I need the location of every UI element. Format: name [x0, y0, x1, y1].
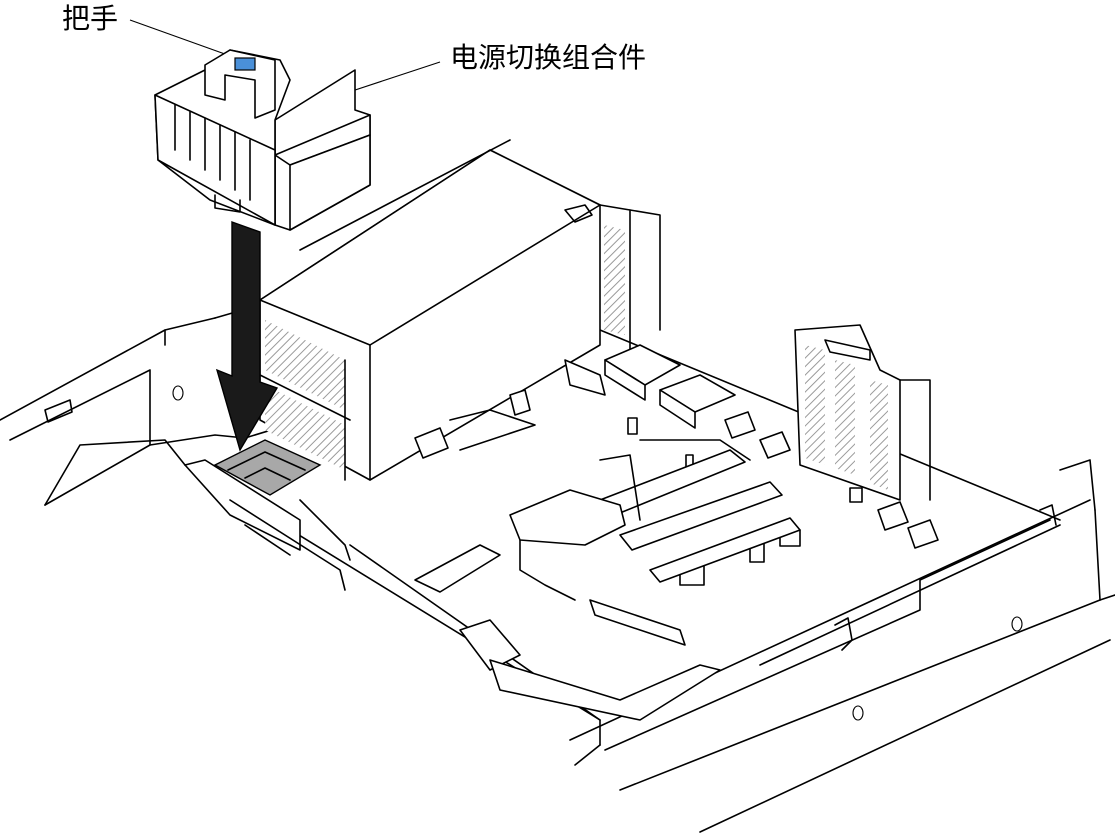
arrow-down-icon	[215, 221, 279, 452]
board-components	[414, 344, 939, 593]
left-rail	[184, 459, 346, 591]
power-switch-assembly	[154, 49, 371, 231]
handle-highlight	[234, 57, 256, 71]
server-chassis	[0, 317, 1115, 833]
assembly-callout-label: 电源切换组合件	[450, 41, 647, 74]
power-supply-cage	[259, 139, 661, 481]
callout-leader-lines	[129, 19, 441, 96]
handle-callout-label: 把手	[62, 2, 119, 35]
power-switch-slot	[213, 439, 322, 496]
expansion-slots	[459, 449, 801, 721]
rear-fan-cage	[794, 324, 931, 501]
